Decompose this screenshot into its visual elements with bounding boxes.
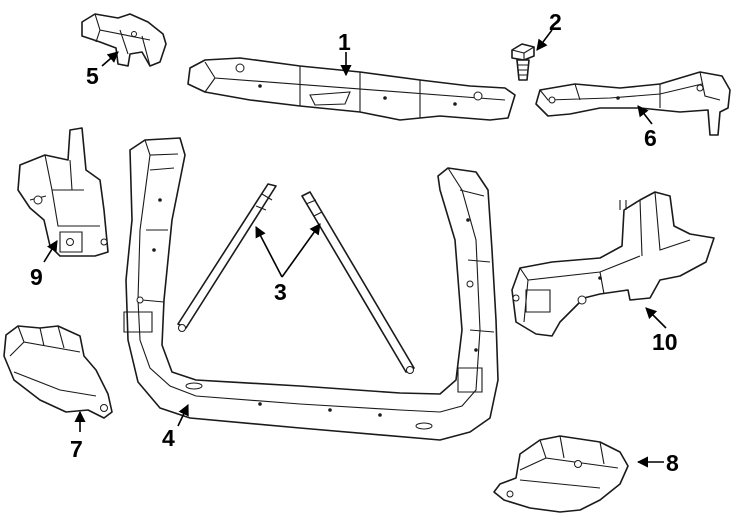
part-7-shield[interactable] bbox=[3, 325, 113, 419]
part-9-bracket[interactable] bbox=[17, 127, 109, 257]
callout-8: 8 bbox=[666, 450, 679, 476]
leader-9 bbox=[43, 240, 58, 263]
callout-labels: 1 2 3 4 5 6 7 8 9 10 bbox=[30, 9, 679, 476]
callout-7: 7 bbox=[70, 436, 83, 462]
leader-4 bbox=[177, 403, 189, 427]
part-8-shield[interactable] bbox=[493, 435, 629, 513]
callout-1: 1 bbox=[338, 29, 351, 55]
part-10-bracket[interactable] bbox=[511, 191, 715, 337]
leader-3a bbox=[255, 226, 283, 278]
leader-3b bbox=[281, 223, 321, 278]
leader-2 bbox=[536, 29, 553, 51]
callout-5: 5 bbox=[86, 63, 99, 89]
leader-10 bbox=[645, 307, 667, 329]
part-1-upper-tie-bar[interactable] bbox=[187, 57, 516, 121]
callout-9: 9 bbox=[30, 264, 43, 290]
leader-lines bbox=[43, 29, 667, 468]
callout-10: 10 bbox=[652, 329, 678, 355]
part-4-radiator-support-frame[interactable] bbox=[123, 137, 499, 441]
part-2-bolt[interactable] bbox=[511, 43, 535, 81]
callout-2: 2 bbox=[549, 9, 562, 35]
part-6-bracket[interactable] bbox=[535, 71, 731, 136]
leader-6 bbox=[637, 105, 653, 125]
callout-4: 4 bbox=[162, 425, 175, 451]
leader-5 bbox=[101, 51, 119, 67]
callout-6: 6 bbox=[644, 125, 657, 151]
part-5-bracket[interactable] bbox=[81, 13, 167, 67]
part-3-support-rods[interactable] bbox=[177, 183, 415, 374]
callout-3: 3 bbox=[274, 279, 287, 305]
